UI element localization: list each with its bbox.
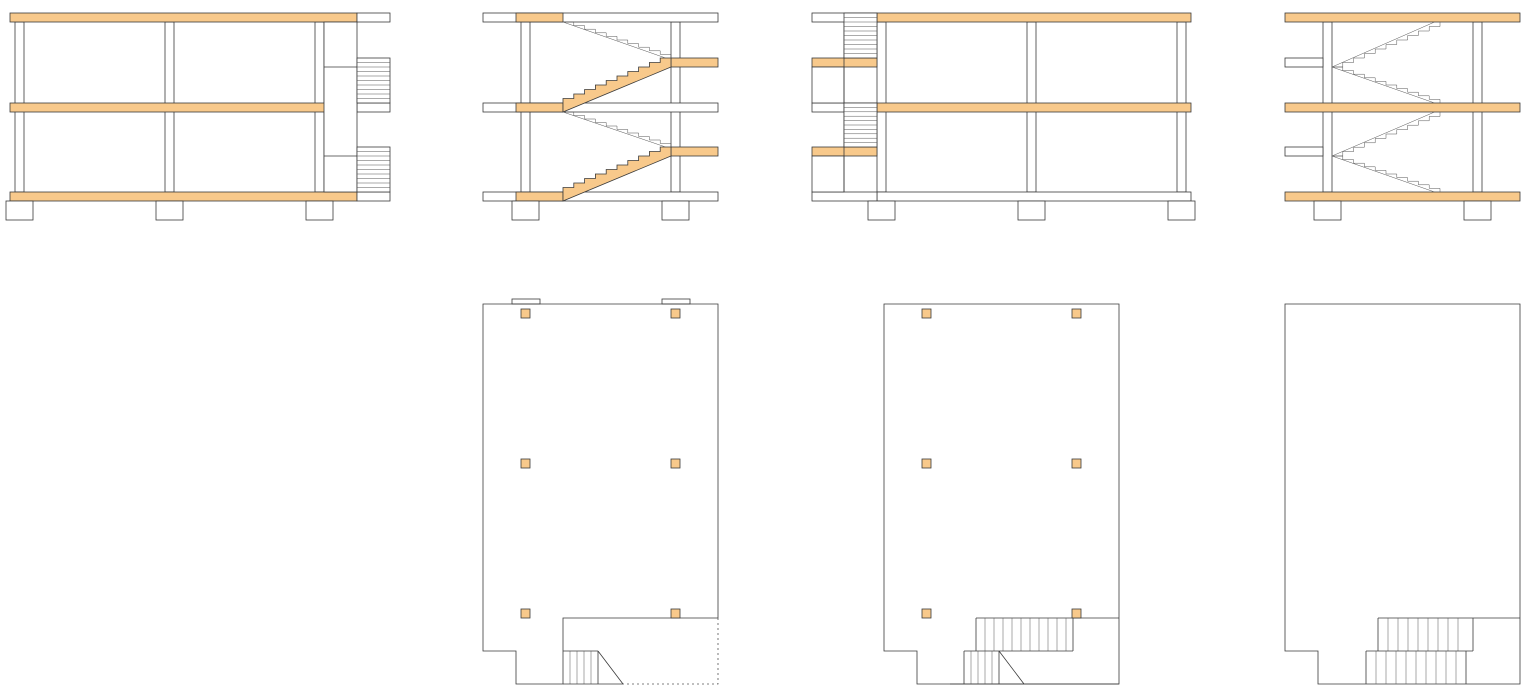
section-4 <box>1284 12 1521 221</box>
section-4-footings <box>1313 200 1492 221</box>
section-1-footings <box>5 200 334 221</box>
section-3-stair-treads-2 <box>843 102 878 148</box>
stair-flight-cut <box>562 57 672 113</box>
plan-4-stair-lower-treads <box>1365 651 1467 684</box>
plan-3-columns <box>921 308 1082 619</box>
stair-flight-steps <box>563 21 672 58</box>
stair-line <box>562 21 666 59</box>
plan-3-stair-lower-treads <box>963 650 1025 685</box>
section-4-flight-up-2 <box>1331 111 1441 157</box>
stair-flight-steps <box>1332 112 1441 157</box>
plan-3 <box>883 303 1120 685</box>
section-2-flight-lower <box>562 146 672 202</box>
plan-2-stair-treads <box>563 650 624 685</box>
section-1-stair-treads-upper <box>356 57 391 104</box>
section-3 <box>811 12 1196 221</box>
plan-4-stair-upper-treads <box>1366 618 1474 652</box>
plan-4 <box>1284 303 1521 685</box>
stair-line <box>562 111 666 148</box>
section-1-stair-treads-lower <box>356 146 391 193</box>
section-3-stair-treads-1 <box>843 12 878 59</box>
section-4-flight-down-2 <box>1331 155 1441 193</box>
stair-line <box>1331 21 1435 68</box>
plan-2-columns <box>520 308 681 619</box>
section-2-light-slabs <box>482 12 719 202</box>
stair-line <box>1331 66 1435 104</box>
plan-2 <box>482 298 719 685</box>
stair-line <box>1331 155 1435 193</box>
section-4-cantilevers <box>1284 57 1324 157</box>
section-2-slabs <box>515 12 719 202</box>
section-2-flight-back-upper <box>562 21 672 59</box>
section-1-slabs <box>9 12 358 202</box>
section-4-flight-up-1 <box>1331 21 1441 68</box>
stair-flight-steps <box>1332 66 1441 103</box>
stair-flight-steps <box>563 111 672 147</box>
section-4-flight-down-1 <box>1331 66 1441 104</box>
section-2 <box>482 12 719 221</box>
section-4-slabs <box>1284 12 1521 202</box>
section-2-flight-upper <box>562 57 672 113</box>
section-3-footings <box>867 200 1196 221</box>
stair-line <box>1331 111 1435 157</box>
stair-flight-steps <box>1332 22 1441 68</box>
stair-flight-steps <box>1332 155 1441 192</box>
section-2-flight-back-lower <box>562 111 672 148</box>
section-2-footings <box>511 200 690 221</box>
section-1-landings <box>323 12 391 202</box>
plan-3-stair-upper-treads <box>964 618 1074 652</box>
section-1 <box>5 12 391 221</box>
stair-flight-cut <box>562 146 672 202</box>
